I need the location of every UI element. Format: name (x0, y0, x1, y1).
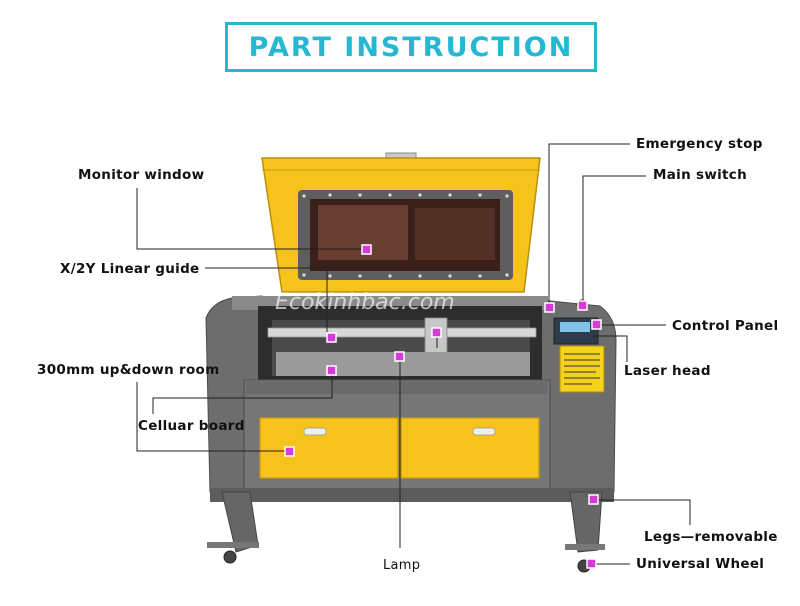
label-updown-room: 300mm up&down room (37, 362, 220, 378)
label-monitor-window: Monitor window (78, 167, 205, 183)
marker-updown-room (284, 446, 295, 457)
marker-monitor-window (361, 244, 372, 255)
label-laser-head: Laser head (624, 363, 711, 379)
marker-universal-wheel (586, 558, 597, 569)
label-linear-guide: X/2Y Linear guide (60, 261, 200, 277)
machine-lid (261, 152, 541, 293)
label-cellular-board: Celluar board (138, 418, 245, 434)
marker-control-panel (591, 319, 602, 330)
label-emergency-stop: Emergency stop (636, 136, 763, 152)
marker-laser-head (431, 327, 442, 338)
window-bolts (302, 193, 509, 278)
marker-cellular-board (326, 365, 337, 376)
control-side (553, 299, 605, 393)
marker-linear-guide (326, 332, 337, 343)
watermark: Ecokinhbac.com (275, 290, 455, 315)
legs (207, 491, 605, 553)
page-title: PART INSTRUCTION (248, 31, 574, 63)
marker-main-switch (577, 300, 588, 311)
marker-emergency-stop (544, 302, 555, 313)
markers (284, 244, 602, 569)
label-universal-wheel: Universal Wheel (636, 556, 765, 572)
label-lamp: Lamp (383, 558, 421, 573)
marker-lamp (394, 351, 405, 362)
label-main-switch: Main switch (653, 167, 747, 183)
label-control-panel: Control Panel (672, 318, 779, 334)
marker-legs (588, 494, 599, 505)
label-legs: Legs—removable (644, 529, 778, 545)
title-box: PART INSTRUCTION (225, 22, 597, 72)
